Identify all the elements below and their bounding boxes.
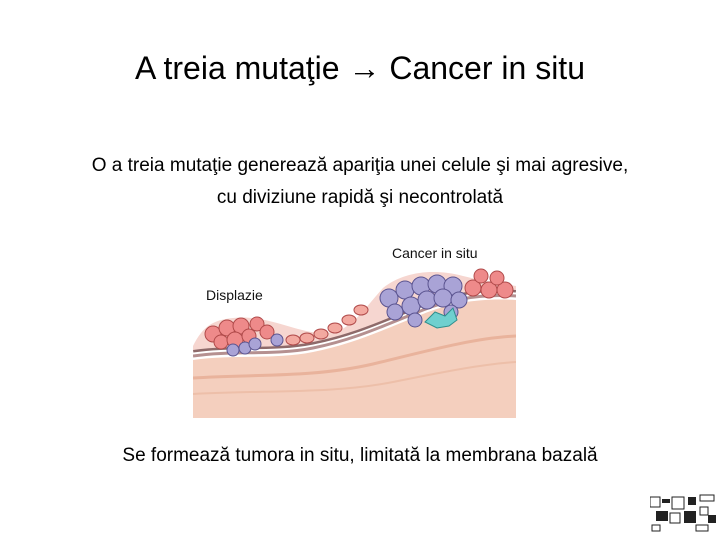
cancer-in-situ-label: Cancer in situ [389,244,481,262]
corner-logo [650,493,718,533]
displazie-label: Displazie [203,286,266,304]
subtitle-line-2: cu diviziune rapidă şi necontrolată [20,182,700,214]
slide-caption: Se formează tumora in situ, limitată la … [0,440,720,472]
tissue-illustration: Cancer in situ Displazie [193,228,516,418]
slide-subtitle: O a treia mutaţie generează apariţia une… [20,150,700,214]
subtitle-line-1: O a treia mutaţie generează apariţia une… [20,150,700,182]
slide-title: A treia mutaţie → Cancer in situ [0,46,720,90]
